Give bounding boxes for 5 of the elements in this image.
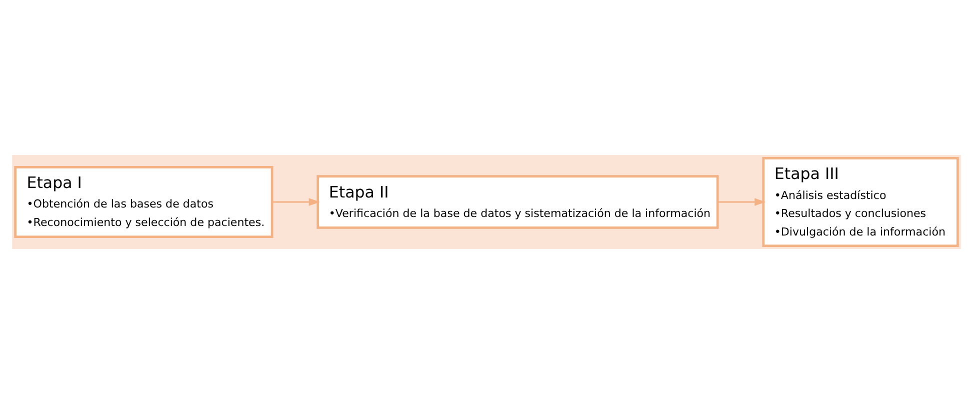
node-box: Etapa I •Obtención de las bases de datos •Reconocimiento y selección de pacientes. (14, 166, 274, 238)
arrow (718, 198, 766, 206)
arrow (272, 198, 320, 206)
node-box: Etapa III •Análisis estadístico •Resultados y conclusiones •Divulgación de la información (762, 156, 959, 248)
node-box: Etapa II •Verificación de la base de datos y sistematización de la información (316, 175, 719, 229)
